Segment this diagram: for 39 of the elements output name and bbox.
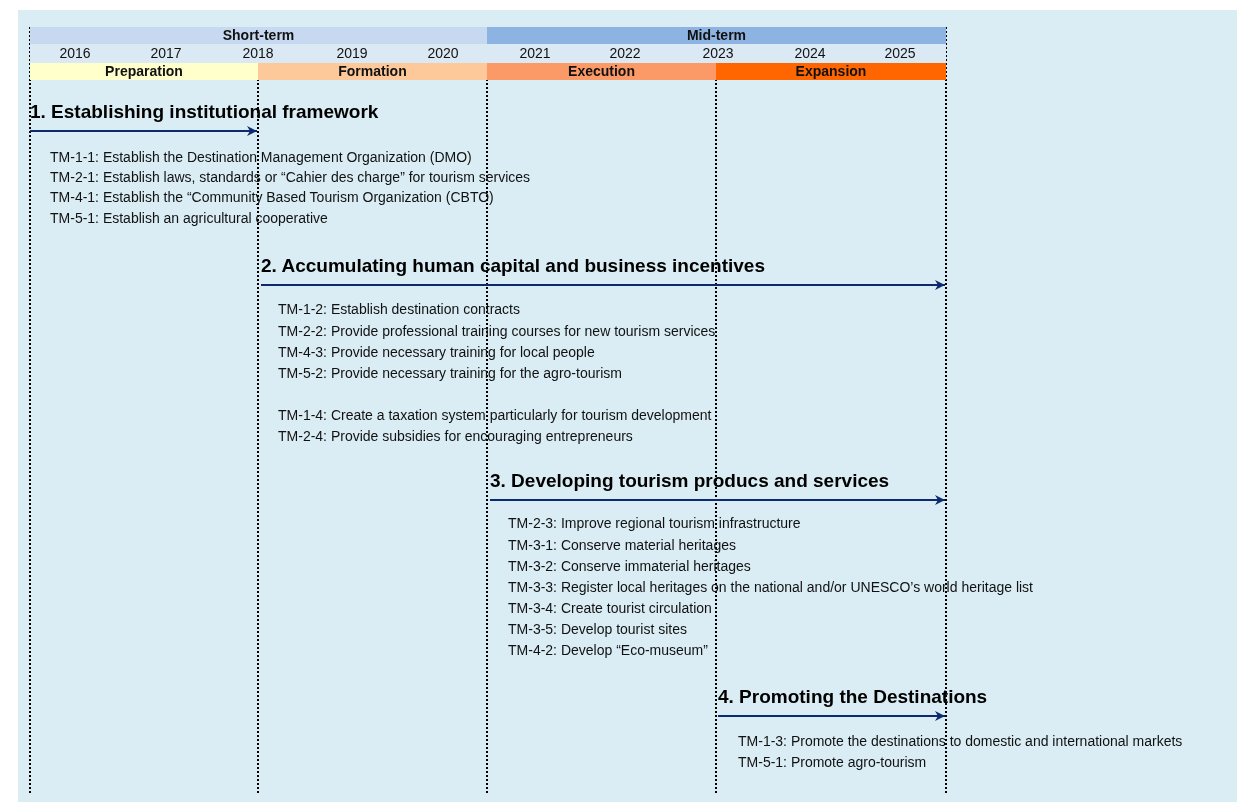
period-band: Mid-term (487, 27, 946, 44)
measure-item: TM-3-1: Conserve material heritages (508, 537, 736, 554)
measure-item: TM-1-2: Establish destination contracts (278, 301, 520, 318)
year-label: 2019 (335, 45, 369, 62)
measure-item: TM-4-2: Develop “Eco-museum” (508, 642, 708, 659)
section-heading: 4. Promoting the Destinations (718, 686, 988, 708)
year-label: 2016 (58, 45, 92, 62)
measure-item: TM-2-4: Provide subsidies for encouraging entrepreneurs (278, 428, 633, 445)
measure-item: TM-3-2: Conserve immaterial heritages (508, 558, 751, 575)
year-label: 2023 (701, 45, 735, 62)
measure-item: TM-5-1: Establish an agricultural cooperative (50, 210, 328, 227)
phase-band: Formation (258, 63, 487, 80)
section-heading: 2. Accumulating human capital and business incentives (261, 255, 765, 277)
year-label: 2017 (149, 45, 183, 62)
measure-item: TM-2-3: Improve regional tourism infrastructure (508, 515, 801, 532)
period-band: Short-term (30, 27, 487, 44)
measure-item: TM-2-2: Provide professional training courses for new tourism services (278, 323, 716, 340)
measure-item: TM-1-4: Create a taxation system particularly for tourism development (278, 407, 712, 424)
phase-band: Execution (487, 63, 716, 80)
measure-item: TM-5-2: Provide necessary training for the agro-tourism (278, 365, 622, 382)
section-heading: 1. Establishing institutional framework (30, 101, 379, 123)
year-label: 2025 (883, 45, 917, 62)
phase-band: Preparation (30, 63, 258, 80)
year-label: 2020 (426, 45, 460, 62)
year-label: 2022 (608, 45, 642, 62)
measure-item: TM-5-1: Promote agro-tourism (738, 754, 927, 771)
measure-item: TM-4-1: Establish the “Community Based Tourism Organization (CBTO) (50, 189, 494, 206)
year-label: 2018 (241, 45, 275, 62)
measure-item: TM-4-3: Provide necessary training for local people (278, 344, 595, 361)
phase-band: Expansion (716, 63, 946, 80)
measure-item: TM-1-1: Establish the Destination Management Organization (DMO) (50, 149, 472, 166)
year-label: 2021 (518, 45, 552, 62)
measure-item: TM-3-3: Register local heritages on the national and/or UNESCO’s world heritage list (508, 579, 1033, 596)
section-heading: 3. Developing tourism producs and services (490, 470, 890, 492)
measure-item: TM-3-4: Create tourist circulation (508, 600, 712, 617)
year-label: 2024 (793, 45, 827, 62)
measure-item: TM-1-3: Promote the destinations to domestic and international markets (738, 733, 1183, 750)
measure-item: TM-3-5: Develop tourist sites (508, 621, 687, 638)
measure-item: TM-2-1: Establish laws, standards or “Cahier des charge” for tourism services (50, 169, 531, 186)
